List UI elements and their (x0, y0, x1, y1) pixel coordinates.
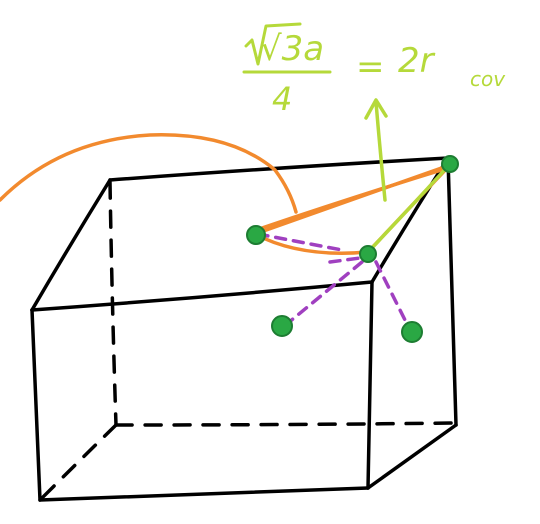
cube-bottom-right-edge (366, 423, 458, 490)
cube-solid-edges (30, 156, 458, 502)
atom-bottom-right (401, 321, 423, 343)
cube-front-right-vertical (366, 280, 374, 490)
formula: √3a 4 = 2r cov (242, 22, 506, 118)
cube-front-left-vertical (30, 308, 42, 502)
neighbor-line-down-left (280, 260, 364, 330)
cube-top-left-edge (30, 178, 112, 312)
atom-left (246, 225, 266, 245)
green-arrow-shaft (374, 100, 387, 202)
cube-hidden-vertical (108, 180, 118, 427)
atom-bottom-left (271, 315, 293, 337)
formula-rhs: 2r (398, 41, 436, 81)
neighbor-lines (256, 232, 412, 332)
green-bond-line (366, 162, 452, 254)
orange-curve (0, 133, 298, 214)
neighbor-line-left (256, 232, 344, 252)
neighbor-line-mid (328, 256, 362, 264)
orange-inner-line (260, 166, 450, 230)
formula-sqrt-sign (244, 22, 302, 66)
green-arrow-head (364, 98, 388, 120)
formula-denominator: 4 (272, 80, 292, 118)
cube-back-right-vertical (446, 156, 458, 427)
atom-top-right (441, 155, 459, 173)
formula-equals: = (356, 47, 385, 87)
cube-bottom-front-edge (38, 486, 370, 502)
atom-center (359, 245, 377, 263)
green-arrow (364, 98, 452, 254)
formula-numerator: √3a (260, 29, 324, 69)
cube-hidden-bottom-left (38, 423, 118, 502)
atoms (246, 155, 459, 343)
neighbor-line-down-right (374, 260, 412, 332)
cube-hidden-bottom-back (114, 421, 458, 427)
cube-hidden-edges (38, 180, 458, 502)
cube-top-front-edge (30, 280, 374, 312)
formula-rhs-subscript: cov (470, 67, 506, 91)
